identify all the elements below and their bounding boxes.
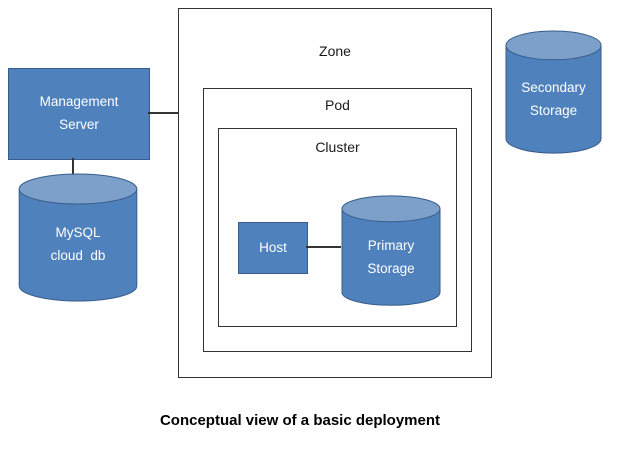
zone-box: Zone: [178, 8, 492, 378]
host-label: Host: [259, 239, 287, 255]
cluster-label: Cluster: [315, 139, 360, 155]
mysql-db-label: MySQL cloud db: [50, 225, 106, 263]
management-server-node: Management Server: [8, 68, 150, 160]
pod-box: Pod: [203, 88, 472, 352]
connector-mgmt-zone: [148, 112, 178, 114]
primary-storage-cylinder: Primary Storage: [341, 195, 441, 307]
pod-label: Pod: [325, 97, 350, 113]
cylinder-icon: [18, 173, 138, 303]
secondary-storage-cylinder: Secondary Storage: [505, 30, 602, 155]
zone-label: Zone: [319, 43, 351, 59]
management-server-label-line2: Server: [59, 117, 99, 132]
cylinder-icon: [341, 195, 441, 307]
connector-mgmt-db: [72, 158, 74, 175]
secondary-storage-label: Secondary Storage: [521, 79, 586, 118]
cylinder-icon: [505, 30, 602, 155]
host-node: Host: [238, 222, 308, 274]
primary-storage-label: Primary Storage: [367, 238, 415, 276]
mysql-db-cylinder: MySQL cloud db: [18, 173, 138, 303]
diagram-caption: Conceptual view of a basic deployment: [159, 412, 441, 429]
connector-host-primary: [306, 246, 341, 248]
management-server-label-line1: Management: [39, 94, 119, 110]
cluster-box: Cluster: [218, 128, 457, 327]
